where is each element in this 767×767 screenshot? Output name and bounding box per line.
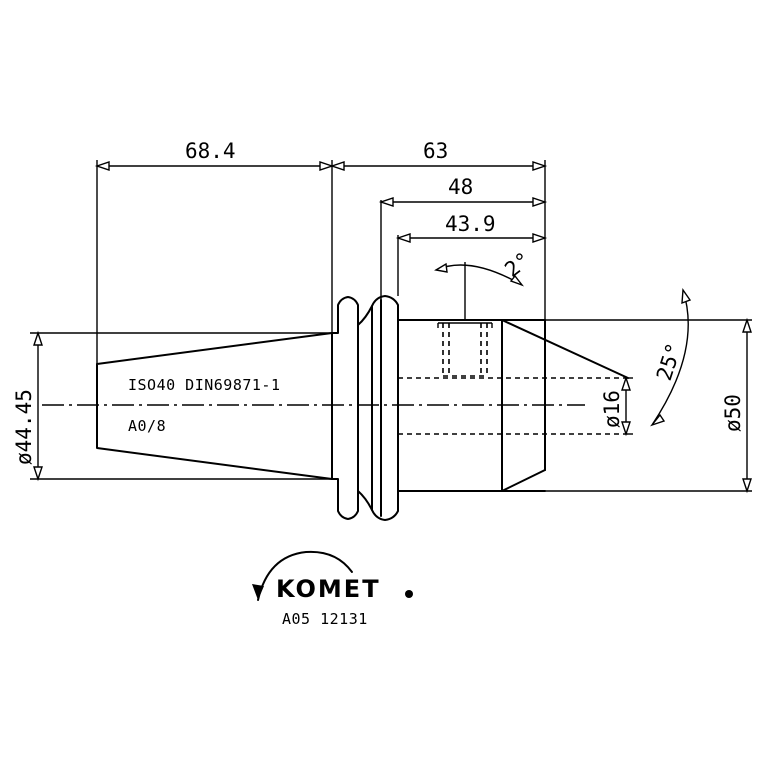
taper-shank [96, 332, 333, 480]
angle-2-deg: 2° [434, 247, 535, 320]
flange-collar [331, 295, 399, 521]
dimension-diameter-50: ø50 [721, 317, 752, 494]
hidden-lines [398, 322, 628, 435]
logo-brand: KOMET [276, 575, 381, 603]
dim-dia-44-45-label: ø44.45 [12, 389, 36, 465]
dim-43-9-label: 43.9 [445, 212, 496, 236]
dimension-63: 63 [329, 139, 548, 171]
dimension-diameter-16: ø16 [600, 375, 631, 437]
form-label: A0/8 [128, 417, 166, 435]
dim-63-label: 63 [423, 139, 448, 163]
extension-lines [30, 160, 752, 492]
dim-dia-50-label: ø50 [721, 394, 745, 432]
dimension-68-4: 68.4 [94, 139, 335, 171]
dim-68-4-label: 68.4 [185, 139, 236, 163]
dimension-48: 48 [378, 175, 548, 207]
angle-25-deg: 25° [649, 287, 692, 427]
komet-logo: KOMET [252, 550, 413, 603]
dim-dia-16-label: ø16 [600, 390, 624, 428]
dimension-diameter-44-45: ø44.45 [12, 330, 43, 482]
dimension-43-9: 43.9 [395, 212, 548, 243]
dim-48-label: 48 [448, 175, 473, 199]
part-number: A05 12131 [282, 610, 368, 628]
holder-body [397, 319, 629, 492]
angle-25-label: 25° [652, 340, 687, 383]
standard-label: ISO40 DIN69871-1 [128, 376, 281, 394]
